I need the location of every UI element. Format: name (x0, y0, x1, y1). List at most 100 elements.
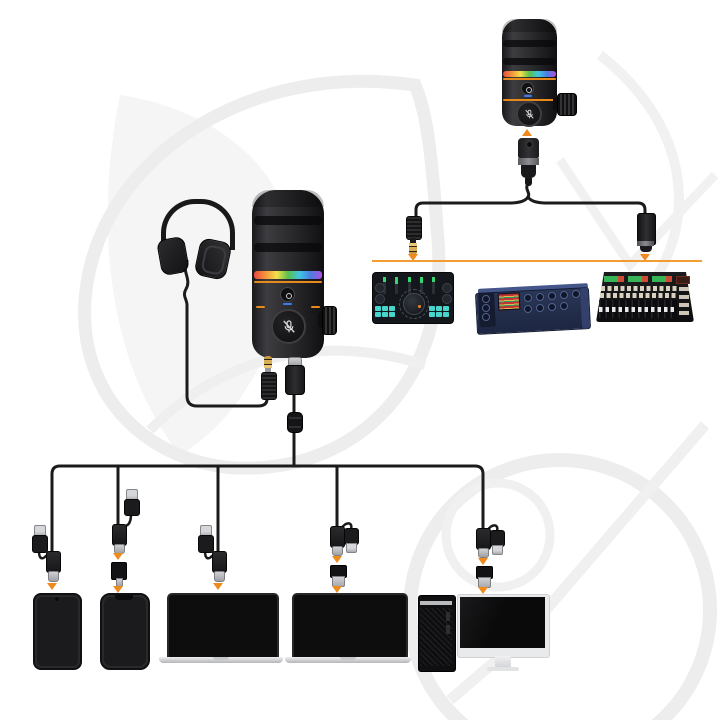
usb-c-tip (214, 571, 225, 582)
mic-mute-icon (282, 319, 295, 333)
pad (443, 312, 449, 317)
headphone-cable (182, 259, 269, 408)
top-mic-orange-ring (503, 99, 556, 101)
pad (375, 312, 381, 317)
recorder-knob (524, 305, 532, 313)
usb-c-tip (48, 571, 59, 582)
sound-card-knob (442, 283, 452, 293)
console-meter (652, 276, 672, 282)
usb-c-plug (112, 524, 127, 546)
sound-card-knob (375, 283, 385, 293)
fader (432, 277, 435, 294)
connect-arrow-phone1 (47, 583, 57, 590)
iphone (100, 593, 150, 670)
connect-arrow-jack (408, 254, 418, 261)
laptop-screen (292, 593, 408, 661)
tower-drive-bay (420, 601, 452, 605)
pad (375, 306, 381, 311)
top-mic-led (524, 95, 532, 97)
sound-card-knob (375, 294, 385, 304)
connect-arrow-to-top-mic (522, 129, 532, 136)
usb-a-folded (198, 535, 214, 553)
recorder-knob (560, 302, 568, 310)
laptop-base (285, 657, 411, 663)
sound-card-dial-ring (399, 289, 429, 319)
trs-jack-collar (410, 238, 416, 243)
usb-a-contacts (346, 543, 357, 553)
usb-c-plug (212, 551, 227, 573)
laptop-base-notch (340, 657, 356, 660)
pad (389, 312, 395, 317)
xlr-boot (521, 165, 536, 178)
mic-mute-icon (524, 109, 534, 119)
android-phone (33, 593, 82, 670)
recorder-xlr-jack (482, 304, 490, 312)
usb-c-tip (478, 548, 489, 558)
monitor-stand (495, 656, 511, 667)
top-mic-groove (503, 40, 556, 47)
connect-arrow-desktop (478, 587, 488, 594)
laptop-screen (167, 593, 279, 661)
connect-arrow-adapter5 (478, 558, 488, 565)
usb-a-folded (124, 499, 140, 516)
console-display (676, 276, 690, 284)
usb-c-tip (332, 546, 343, 556)
connect-arrow-adapter2 (113, 553, 123, 560)
laptop-base-notch (213, 657, 229, 660)
top-mic-gain-knob (557, 93, 577, 116)
recorder-knob (536, 304, 544, 312)
console-button-row (601, 286, 677, 291)
iphone-notch (115, 595, 133, 600)
pad (429, 312, 435, 317)
console-button-row (600, 293, 676, 298)
left-mic-orange-tick (311, 306, 320, 308)
pad (382, 306, 388, 311)
headphone-band (161, 199, 235, 250)
phone-screen (37, 597, 78, 666)
recorder-xlr-jack (482, 313, 490, 321)
trs-jack-gold-tip (409, 243, 417, 255)
recorder-knob (548, 303, 556, 311)
usb-bus-cable (50, 464, 485, 554)
recorder-knob (560, 291, 568, 299)
recorder-knob (524, 294, 532, 302)
monitor-screen (460, 597, 545, 648)
connect-arrow-laptop1 (213, 583, 223, 590)
recorder-knob (548, 292, 556, 300)
pad (389, 306, 395, 311)
recorder-knob (572, 290, 580, 298)
usb-a-contacts (492, 545, 503, 555)
sound-card-pads-left (375, 306, 397, 317)
top-mic-gain-knob-neck (553, 98, 559, 110)
sound-card-knob-dot (418, 305, 421, 308)
console-meter (628, 276, 648, 282)
recorder-xlr-jack (482, 295, 490, 303)
pad (436, 312, 442, 317)
console-right-buttons (679, 287, 689, 315)
xlr-male-ring (637, 241, 654, 246)
fader (407, 277, 411, 294)
left-mic-led (283, 303, 292, 305)
phone-camera-notch (55, 597, 59, 601)
top-mic-mute-knob (516, 101, 542, 127)
tower-port-strip (446, 625, 450, 634)
trs-jack-body (406, 216, 422, 240)
left-mic-orange-tick (256, 306, 265, 308)
top-mic-rgb-ring (503, 71, 556, 77)
left-mic-mode-button (280, 287, 295, 302)
connect-arrow-laptop2 (332, 586, 342, 593)
jack-collar (265, 368, 271, 372)
pad (436, 306, 442, 311)
xlr-strain-relief (525, 178, 532, 186)
jack-body (261, 372, 277, 400)
connect-arrow-phone2 (113, 586, 123, 593)
connect-arrow-adapter4 (332, 556, 342, 563)
pad (429, 306, 435, 311)
sound-card-pads-right (429, 306, 451, 317)
console-fader-caps (599, 307, 677, 312)
xlr-latch-button (526, 141, 533, 148)
top-mic-groove (503, 58, 556, 65)
left-mic-cap (252, 190, 324, 207)
